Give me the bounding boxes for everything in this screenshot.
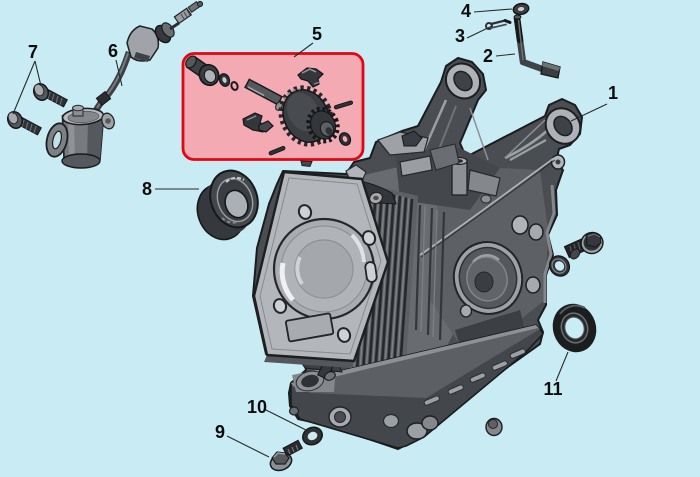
svg-text:2: 2 — [483, 46, 493, 66]
svg-text:8: 8 — [142, 179, 152, 199]
svg-text:6: 6 — [108, 41, 118, 61]
svg-text:3: 3 — [455, 26, 465, 46]
svg-text:11: 11 — [543, 379, 562, 399]
svg-text:5: 5 — [312, 24, 322, 44]
svg-text:9: 9 — [215, 422, 225, 442]
svg-text:10: 10 — [247, 397, 267, 417]
svg-text:4: 4 — [461, 1, 471, 21]
svg-text:7: 7 — [28, 42, 38, 62]
svg-text:1: 1 — [608, 83, 618, 103]
